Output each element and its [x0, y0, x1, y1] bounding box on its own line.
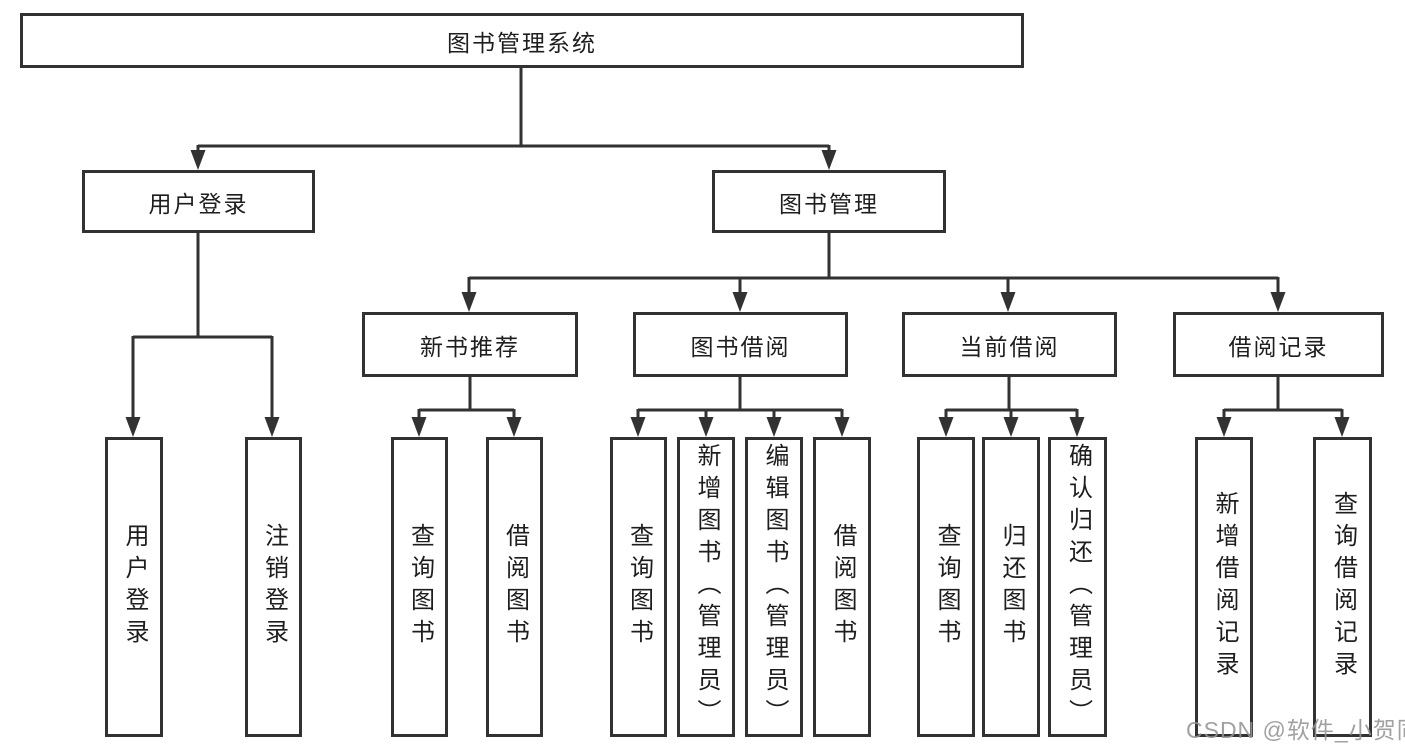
leaf-borrowing-query-books-label: 查询图书: [625, 523, 653, 651]
leaf-records-add-record-label: 新增借阅记录: [1211, 491, 1238, 683]
csdn-watermark: CSDN @软件_小贺同学: [1186, 717, 1405, 743]
node-current-borrowing-label: 当前借阅: [959, 333, 1060, 360]
node-book-management: 图书管理: [712, 170, 946, 233]
leaf-current-return-books: 归还图书: [982, 437, 1040, 737]
leaf-borrowing-edit-books-admin: 编辑图书（管理员）: [745, 437, 803, 737]
node-new-book-recommend: 新书推荐: [362, 312, 578, 377]
node-new-book-recommend-label: 新书推荐: [420, 333, 520, 360]
leaf-recommend-query-books-label: 查询图书: [406, 523, 434, 651]
node-book-management-label: 图书管理: [779, 190, 879, 217]
node-root: 图书管理系统: [20, 13, 1024, 68]
leaf-logout: 注销登录: [245, 437, 302, 737]
leaf-user-login: 用户登录: [105, 437, 163, 737]
leaf-recommend-query-books: 查询图书: [391, 437, 448, 737]
leaf-recommend-borrow-books-label: 借阅图书: [501, 523, 529, 651]
leaf-logout-label: 注销登录: [260, 523, 288, 651]
leaf-records-add-record: 新增借阅记录: [1195, 437, 1253, 737]
leaf-user-login-label: 用户登录: [121, 523, 148, 651]
node-current-borrowing: 当前借阅: [902, 312, 1117, 377]
node-book-borrowing: 图书借阅: [633, 312, 848, 377]
leaf-recommend-borrow-books: 借阅图书: [486, 437, 543, 737]
node-root-label: 图书管理系统: [447, 29, 597, 56]
leaf-borrowing-borrow-books: 借阅图书: [813, 437, 871, 737]
node-borrow-records-label: 借阅记录: [1228, 333, 1329, 360]
leaf-current-return-books-label: 归还图书: [998, 523, 1025, 651]
node-book-borrowing-label: 图书借阅: [690, 333, 791, 360]
leaf-borrowing-query-books: 查询图书: [610, 437, 667, 737]
leaf-records-query-record-label: 查询借阅记录: [1329, 491, 1357, 683]
arrowhead-icons: [125, 150, 1350, 437]
node-borrow-records: 借阅记录: [1173, 312, 1384, 377]
leaf-borrowing-add-books-admin-label: 新增图书（管理员）: [693, 443, 720, 731]
node-user-login-label: 用户登录: [148, 190, 249, 217]
leaf-records-query-record: 查询借阅记录: [1313, 437, 1372, 737]
leaf-current-confirm-return-admin-label: 确认归还（管理员）: [1064, 443, 1092, 731]
leaf-current-confirm-return-admin: 确认归还（管理员）: [1048, 437, 1107, 737]
leaf-borrowing-add-books-admin: 新增图书（管理员）: [677, 437, 735, 737]
leaf-current-query-books-label: 查询图书: [933, 523, 960, 651]
node-user-login: 用户登录: [82, 170, 315, 233]
leaf-current-query-books: 查询图书: [917, 437, 975, 737]
leaf-borrowing-borrow-books-label: 借阅图书: [829, 523, 856, 651]
leaf-borrowing-edit-books-admin-label: 编辑图书（管理员）: [761, 443, 788, 731]
